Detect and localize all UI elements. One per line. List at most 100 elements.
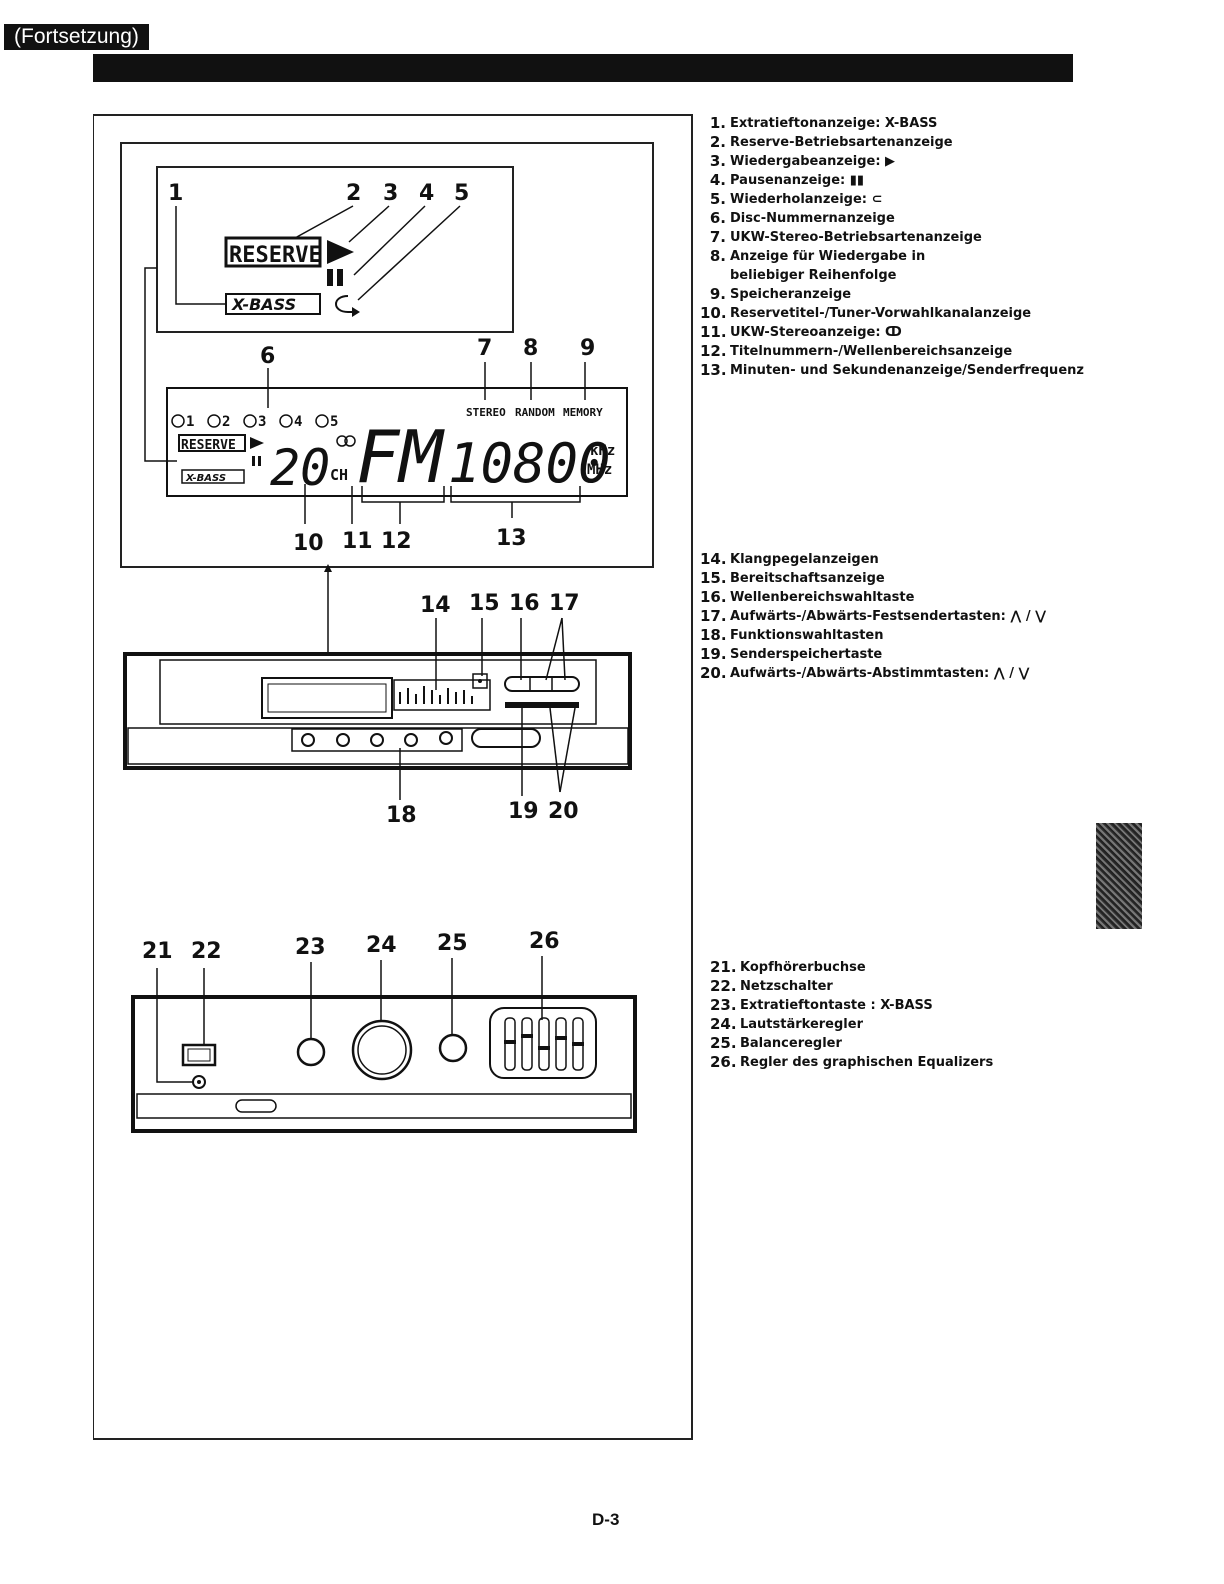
xbass-box-zoom <box>225 293 321 315</box>
amp-lower-panel <box>136 1093 632 1119</box>
legend-text: Aufwärts-/Abwärts-Abstimmtasten: ⋀ / ⋁ <box>730 666 1030 681</box>
zoom-inset <box>156 166 514 333</box>
disc-number-3: 3 <box>258 414 266 430</box>
legend-item: 24.Lautstärkeregler <box>710 1015 1110 1034</box>
function-button-bar <box>291 728 463 752</box>
legend-text: Pausenanzeige: ▮▮ <box>730 173 865 188</box>
disc-number-1: 1 <box>186 414 194 430</box>
amp-panel-diagram: 21 22 23 24 25 26 <box>131 929 637 1133</box>
callout-9: 9 <box>580 336 595 361</box>
tuning-button-strip[interactable] <box>505 702 579 708</box>
channel-unit: CH <box>330 466 348 484</box>
lcd-play-icon <box>250 437 264 449</box>
amp-body <box>131 995 637 1133</box>
legend-item: 5.Wiederholanzeige: ⊂ <box>700 190 1100 209</box>
legend-item: 19.Senderspeichertaste <box>700 645 1100 664</box>
amp-lower-slot <box>235 1099 277 1113</box>
lcd-pause-bar-2 <box>258 456 261 466</box>
legend-item: 20.Aufwärts-/Abwärts-Abstimmtasten: ⋀ / … <box>700 664 1100 683</box>
legend-number: 15. <box>700 569 727 587</box>
panel-leaders <box>399 617 576 800</box>
legend-item: 10.Reservetitel-/Tuner-Vorwahlkanalanzei… <box>700 304 1100 323</box>
legend-item: 3.Wiedergabeanzeige: ▶ <box>700 152 1100 171</box>
legend-text: Disc-Nummernanzeige <box>730 211 895 226</box>
pause-icon-bar-1 <box>327 269 333 286</box>
callout-12: 12 <box>381 529 412 554</box>
callout-4: 4 <box>419 181 434 206</box>
disc-number-2: 2 <box>222 414 230 430</box>
callout-15: 15 <box>469 591 500 616</box>
band-selector-button[interactable] <box>504 676 580 692</box>
reserve-box <box>178 434 246 452</box>
legend-item: 1.Extratieftonanzeige: X-BASS <box>700 114 1100 133</box>
legend-text: Titelnummern-/Wellenbereichsanzeige <box>730 344 1013 359</box>
reserve-label: RESERVE <box>181 438 236 453</box>
legend-number: 8. <box>709 247 726 265</box>
pause-icon-bar-2 <box>337 269 343 286</box>
legend-item: 14.Klangpegelanzeigen <box>700 550 1100 569</box>
callout-13: 13 <box>496 526 527 551</box>
legend-text: Speicheranzeige <box>730 287 852 302</box>
legend-item: 12.Titelnummern-/Wellenbereichsanzeige <box>700 342 1100 361</box>
legend-item: 7. UKW-Stereo-Betriebsartenanzeige <box>700 228 1100 247</box>
legend-number: 23. <box>710 996 737 1014</box>
callout-16: 16 <box>509 591 540 616</box>
legend-text: Anzeige für Wiedergabe in beliebiger Rei… <box>730 249 926 283</box>
repeat-icon <box>335 295 356 313</box>
callout-6: 6 <box>260 344 275 369</box>
xbass-label: X-BASS <box>185 473 226 484</box>
legend-text: Reserve-Betriebsartenanzeige <box>730 135 953 150</box>
front-panel-diagram: 14 15 16 17 <box>123 564 632 828</box>
power-switch-inner <box>187 1048 211 1062</box>
legend-text: UKW-Stereo-Betriebsartenanzeige <box>730 230 982 245</box>
callout-11: 11 <box>342 529 373 554</box>
legend-item: 21.Kopfhörerbuchse <box>710 958 1110 977</box>
legend-text: Wellenbereichswahltaste <box>730 590 915 605</box>
lcd-pause-bar-1 <box>252 456 255 466</box>
power-switch[interactable] <box>181 1043 217 1067</box>
legend-number: 9. <box>709 285 726 303</box>
legend-number: 17. <box>700 607 727 625</box>
legend-number: 13. <box>700 361 727 379</box>
callout-2: 2 <box>346 181 361 206</box>
tuner-body <box>123 652 632 770</box>
equalizer-slider-knobs <box>504 1034 584 1050</box>
callout-23: 23 <box>295 935 326 960</box>
volume-knob[interactable] <box>351 1019 413 1081</box>
zoom-arrow-head <box>324 564 332 572</box>
legend-text: Wiederholanzeige: ⊂ <box>730 192 883 207</box>
legend-text: Wiedergabeanzeige: ▶ <box>730 154 896 169</box>
legend-number: 19. <box>700 645 727 663</box>
callout-17: 17 <box>549 591 580 616</box>
level-meter-bars <box>399 686 473 704</box>
legend-display: 1.Extratieftonanzeige: X-BASS 2.Reserve-… <box>700 114 1100 380</box>
level-meters <box>393 679 491 711</box>
callout-14: 14 <box>420 593 451 618</box>
band-value: FM <box>356 415 445 499</box>
indicator-memory: MEMORY <box>563 406 603 419</box>
callout-21: 21 <box>142 939 173 964</box>
legend-item: 13.Minuten- und Sekundenanzeige/Senderfr… <box>700 361 1100 380</box>
memory-button[interactable] <box>471 728 541 748</box>
header-banner <box>93 54 1073 82</box>
legend-number: 7. <box>709 228 726 246</box>
legend-item: 15.Bereitschaftsanzeige <box>700 569 1100 588</box>
bottom-leaders <box>304 484 581 524</box>
legend-item: 18.Funktionswahltasten <box>700 626 1100 645</box>
legend-number: 14. <box>700 550 727 568</box>
equalizer-panel <box>489 1007 597 1079</box>
legend-text: Klangpegelanzeigen <box>730 552 879 567</box>
balance-knob[interactable] <box>438 1033 468 1063</box>
legend-item: 23.Extratieftontaste : X-BASS <box>710 996 1110 1015</box>
legend-number: 22. <box>710 977 737 995</box>
callout-5: 5 <box>454 181 469 206</box>
legend-number: 12. <box>700 342 727 360</box>
legend-item: 16.Wellenbereichswahltaste <box>700 588 1100 607</box>
indicator-random: RANDOM <box>515 406 555 419</box>
legend-number: 11. <box>700 323 727 341</box>
function-buttons[interactable] <box>301 731 453 747</box>
repeat-arrow-icon <box>352 307 360 317</box>
legend-controls: 14.Klangpegelanzeigen 15.Bereitschaftsan… <box>700 550 1100 683</box>
callout-7: 7 <box>477 336 492 361</box>
legend-item: 2.Reserve-Betriebsartenanzeige <box>700 133 1100 152</box>
